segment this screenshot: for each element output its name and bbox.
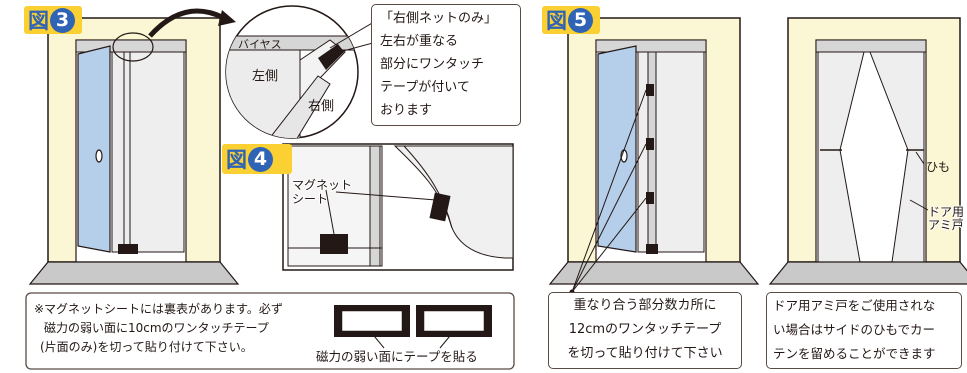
note-tape-spots: 重なり合う部分数カ所に 12cmのワンタッチテープ を切って貼り付けて下さい [548,292,742,369]
figure4-badge: 図 4 [222,144,292,174]
floor [28,261,240,285]
callout-line: テープが付いて [380,80,470,95]
tape-mark [646,84,654,96]
magnet-sheet-label: マグネット シート [292,178,353,206]
figure5-badge: 図 5 [542,6,600,34]
note-curtain-string: ドア用アミ戸をご使用されな い場合はサイドのひもでカー テンを留めることができま… [766,292,962,369]
magnet-sheet-a [320,234,348,254]
callout-line: 左右が重なる [380,34,459,49]
magnet-note-text: ※マグネットシートには裏表があります。必ず 磁力の弱い面に10cmのワンタッチテ… [34,302,283,354]
magnet-block [118,244,138,254]
figure5-illustration [548,17,967,295]
tape-mark [646,192,654,204]
callout-line: 「右側ネットのみ」 [380,11,498,26]
glass-door [77,45,111,253]
door-knob [95,149,103,163]
left-side-label: 左側 [252,69,279,84]
callout-line: おります [380,103,433,118]
figure3-illustration [25,5,515,370]
tape-caption: 磁力の弱い面にテープを貼る [316,349,478,364]
right-side-label: 右側 [308,99,335,114]
arrow-icon [218,10,236,26]
bias-label: バイヤス [238,38,282,51]
door-net-label: ドア用 アミ戸 [928,205,965,232]
net-panels [111,51,185,253]
tape-mark [646,138,654,150]
callout-line: 部分にワンタッチ [380,57,485,72]
figure3-badge: 図 3 [24,6,82,34]
callout-right-net: 「右側ネットのみ」 左右が重なる 部分にワンタッチ テープが付いて おります [371,4,521,126]
string-label: ひも [926,160,951,174]
curtain-left [817,51,865,263]
